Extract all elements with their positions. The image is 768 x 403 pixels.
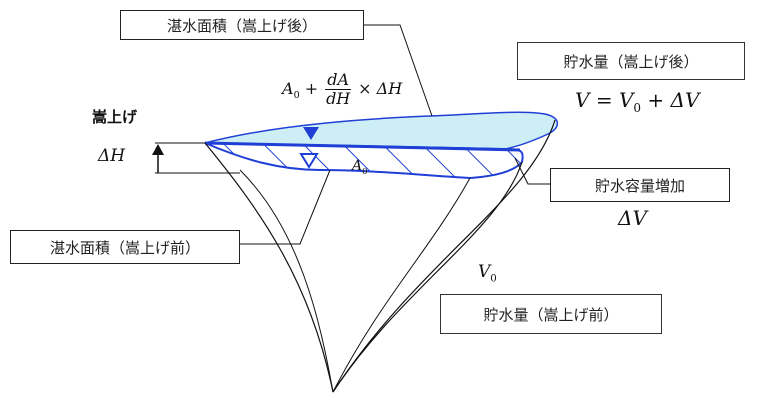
label-delta-h: ΔH [98,146,126,166]
label-capacity-increase: 貯水容量増加 [550,168,730,202]
label-delta-v: ΔV [618,206,647,230]
water-level-after-icon [303,127,319,140]
label-volume-after: 貯水量（嵩上げ後） [517,42,745,80]
label-area-before-text: 湛水面積（嵩上げ前） [49,238,200,257]
capacity-increase-band [204,142,524,180]
valley-outline-inner [332,161,523,393]
valley-outline-right [332,119,556,393]
label-area-after-text: 湛水面積（嵩上げ後） [166,16,317,35]
valley-outline-front [239,169,334,393]
water-level-before-icon [299,153,319,169]
label-area-before: 湛水面積（嵩上げ前） [10,230,240,264]
water-surface-after [204,111,559,150]
leader-area-after [364,24,433,117]
label-area-after: 湛水面積（嵩上げ後） [120,10,364,40]
label-volume-before: 貯水量（嵩上げ前） [440,294,662,334]
delta-h-arrow-head [152,144,164,155]
leader-capacity-increase [514,157,550,185]
current-water-line [204,141,521,152]
label-capacity-increase-text: 貯水容量増加 [594,176,685,195]
label-volume-after-text: 貯水量（嵩上げ後） [563,52,699,71]
formula-area-after: A0 + dA dH × ΔH [282,70,403,108]
label-volume-before-text: 貯水量（嵩上げ前） [483,305,619,324]
formula-volume-after: V = V0 + ΔV [575,88,700,115]
label-v0: V0 [478,262,497,285]
leader-area-before [238,169,331,245]
valley-outline-left [204,142,334,393]
valley-outline-mid [332,177,471,393]
label-raise: 嵩上げ [92,108,138,126]
label-a0: A0 [352,158,368,176]
